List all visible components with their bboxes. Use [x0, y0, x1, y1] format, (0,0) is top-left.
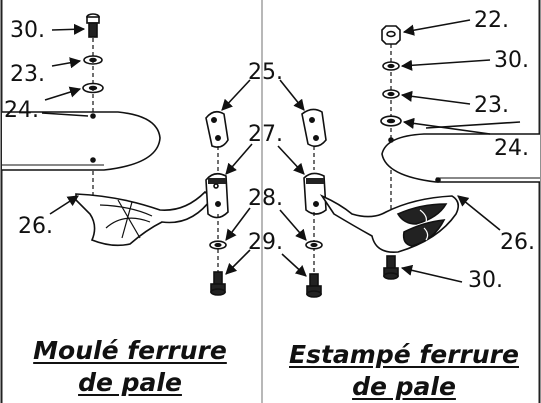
label-center-25: 25.	[248, 60, 283, 85]
caption-right-line2: de pale	[352, 372, 456, 401]
left-molded-bracket	[75, 190, 214, 247]
right-clamp-25	[301, 108, 327, 148]
left-clamp-25	[205, 110, 229, 148]
right-bracket-cutout-upper	[396, 203, 448, 225]
caption-right-line1: Estampé ferrure	[289, 340, 519, 369]
label-center-28: 28.	[248, 186, 283, 211]
label-right-26: 26.	[500, 230, 535, 255]
label-right-24: 24.	[494, 136, 529, 161]
right-screw-29	[306, 273, 322, 298]
right-screw-30	[383, 255, 399, 280]
left-assembly	[2, 13, 229, 296]
left-screw-29	[210, 271, 226, 296]
label-right-22: 22.	[474, 8, 509, 33]
label-right-23: 23.	[474, 93, 509, 118]
caption-left-line1: Moulé ferrure	[33, 336, 227, 365]
label-center-27: 27.	[248, 122, 283, 147]
caption-left-line2: de pale	[78, 368, 182, 397]
left-blade-26	[2, 111, 161, 171]
right-assembly	[301, 25, 540, 298]
label-right-30a: 30.	[494, 48, 529, 73]
left-clamp-27	[205, 172, 229, 219]
right-bracket-cutout-lower	[402, 219, 446, 247]
label-left-30: 30.	[10, 18, 45, 43]
label-left-23: 23.	[10, 62, 45, 87]
label-right-30b: 30.	[468, 268, 503, 293]
label-center-29: 29.	[248, 230, 283, 255]
left-screw-30	[86, 13, 100, 38]
label-left-26: 26.	[18, 214, 53, 239]
right-blade-26	[381, 133, 540, 183]
label-left-24: 24.	[4, 98, 39, 123]
